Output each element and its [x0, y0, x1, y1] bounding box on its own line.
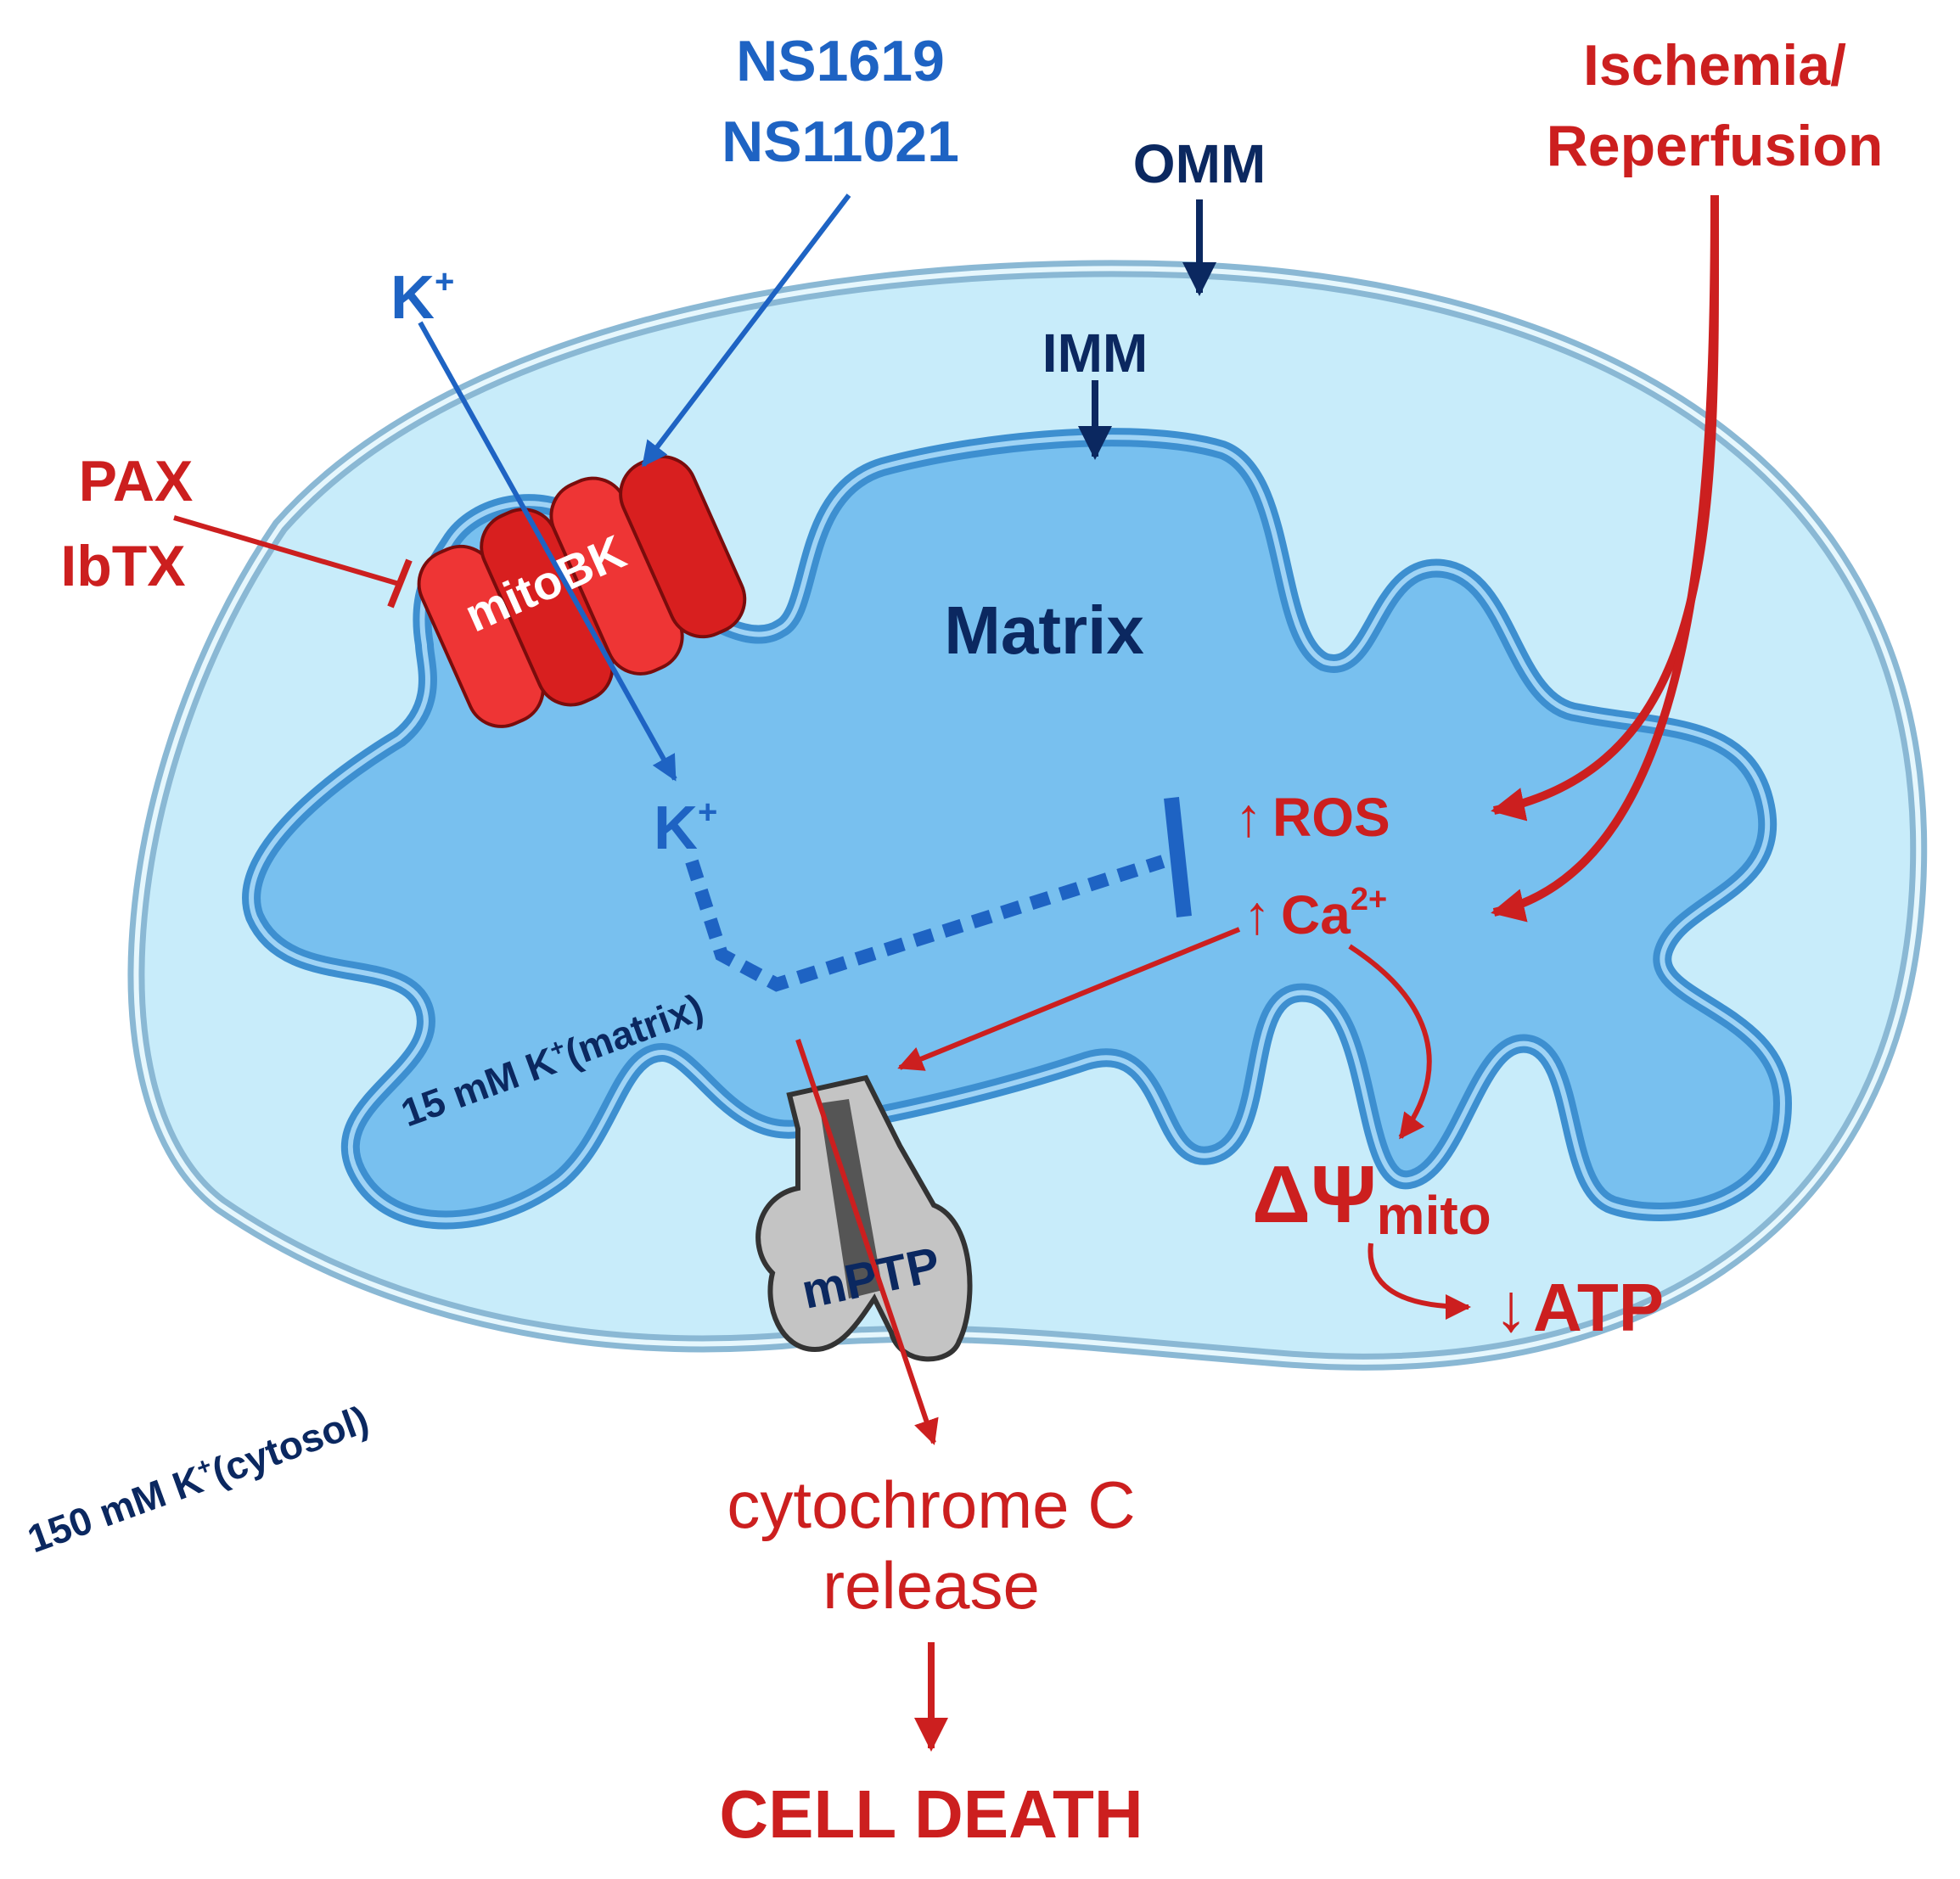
cytosol-k-concentration: 150 mM K+(cytosol)	[21, 1396, 373, 1561]
psi-to-atp-arrow	[1368, 1242, 1471, 1320]
atp-label: ↓ATP	[1494, 1270, 1664, 1345]
k-inside-label: K+	[654, 794, 717, 862]
k-flux-arrow	[418, 321, 677, 782]
k-outside-label: K+	[390, 263, 454, 332]
trigger-label-1: Ischemia/	[1583, 33, 1846, 98]
ca-to-psi-arrow	[1348, 944, 1432, 1140]
delta-psi-label: ΔΨmito	[1252, 1149, 1491, 1246]
agonist-label-1: NS1619	[736, 29, 945, 93]
inhibitor-line	[173, 515, 413, 609]
agonist-label-2: NS11021	[722, 109, 959, 174]
inhibitor-label-1: PAX	[79, 449, 194, 513]
cytc-label-2: release	[823, 1548, 1040, 1623]
ca-to-mptp-arrow	[897, 927, 1241, 1071]
cell-death-label: CELL DEATH	[719, 1776, 1143, 1852]
imm-label: IMM	[1042, 323, 1148, 384]
omm-label: OMM	[1133, 133, 1266, 194]
outer-membrane-inner-line	[133, 266, 1922, 1365]
cytc-label-1: cytochrome C	[727, 1467, 1135, 1542]
inhibitor-label-2: IbTX	[60, 534, 185, 598]
ischemia-to-ca-arrow	[1491, 194, 1719, 923]
calcium-label: ↑Ca2+	[1244, 882, 1387, 945]
mitobk-channel	[417, 455, 747, 728]
matrix-label: Matrix	[944, 592, 1144, 668]
ros-label: ↑ROS	[1235, 787, 1390, 848]
inner-membrane-highlight	[249, 435, 1786, 1223]
k-inhibition-path	[685, 797, 1192, 992]
cytc-release-arrow	[795, 1039, 939, 1445]
trigger-label-2: Reperfusion	[1547, 114, 1884, 178]
agonist-arrow	[641, 194, 851, 468]
